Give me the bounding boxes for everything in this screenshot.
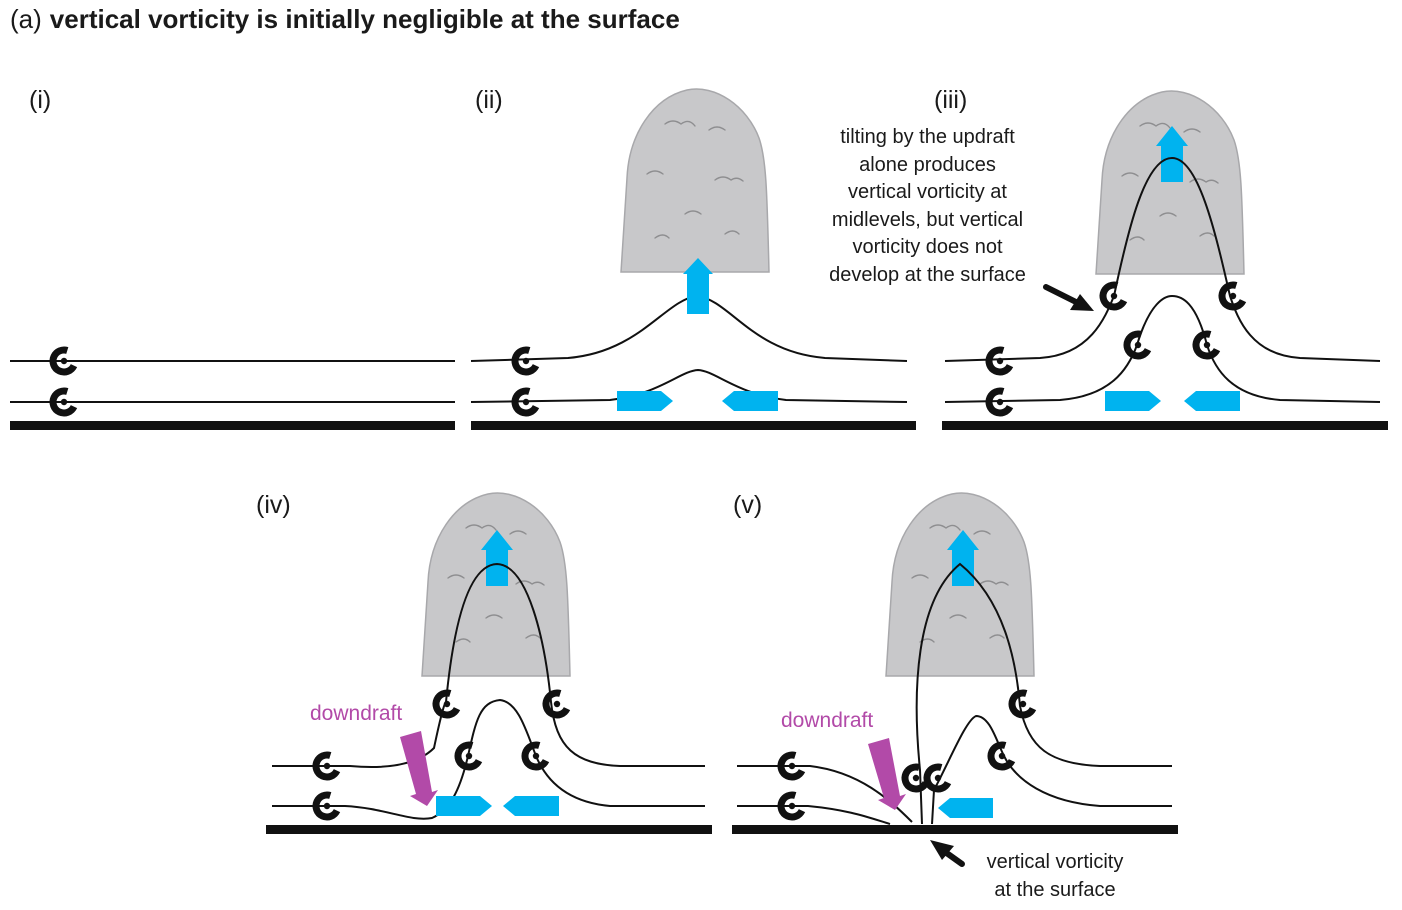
vortex-line-lower — [944, 294, 1381, 403]
inflow-arrow-icon — [1105, 391, 1161, 411]
vortex-tube-icon — [542, 689, 571, 718]
inflow-arrow-icon — [436, 796, 492, 816]
annotation-midlevel-tilting: tilting by the updraft alone produces ve… — [800, 124, 1055, 289]
ground-surface — [942, 421, 1388, 430]
figure-tag: (a) — [10, 4, 42, 34]
panel-label-i: (i) — [29, 86, 52, 114]
annotation-line: alone produces — [859, 153, 996, 176]
pointer-arrow-icon — [1043, 284, 1094, 311]
annotation-line: vertical vorticity at — [848, 181, 1007, 203]
updraft-arrow-icon — [947, 530, 979, 586]
vortex-line-upper — [737, 765, 913, 823]
vortex-tube-icon — [511, 346, 540, 375]
vortex-tube-icon — [1192, 330, 1221, 359]
figure-heading: vertical vorticity is initially negligib… — [49, 4, 680, 34]
cloud-icon — [620, 88, 770, 273]
downdraft-arrow-icon — [868, 738, 906, 810]
vortex-line-tilted — [915, 562, 1172, 825]
ground-surface — [732, 825, 1178, 834]
ground-surface — [471, 421, 916, 430]
panel-label-iv: (iv) — [256, 491, 291, 519]
inflow-arrow-icon — [503, 796, 559, 816]
vortex-tube-icon — [1123, 330, 1152, 359]
pointer-arrow-icon — [930, 840, 965, 867]
ground-surface — [266, 825, 712, 834]
annotation-line: develop at the surface — [829, 263, 1026, 286]
panel-i — [10, 346, 455, 430]
panel-iv — [266, 492, 712, 834]
updraft-arrow-icon — [683, 258, 713, 314]
downdraft-label: downdraft — [310, 702, 403, 725]
updraft-arrow-icon — [481, 530, 513, 586]
inflow-arrow-icon — [1184, 391, 1240, 411]
annotation-line: vorticity does not — [852, 236, 1003, 258]
vortex-line-tilted — [931, 714, 1172, 825]
vortex-tube-icon — [1008, 689, 1037, 718]
vortex-line-upper — [272, 562, 705, 769]
annotation-surface-vorticity: vertical vorticity at the surface — [965, 849, 1145, 904]
cloud-icon — [1095, 90, 1245, 275]
vortex-tube-icon — [1218, 281, 1247, 310]
annotation-line: midlevels, but vertical — [831, 208, 1024, 231]
inflow-arrow-icon — [617, 391, 673, 411]
annotation-line: tilting by the updraft — [840, 126, 1015, 148]
downdraft-label: downdraft — [781, 709, 874, 732]
panel-label-iii: (iii) — [934, 86, 968, 114]
figure-title: (a)vertical vorticity is initially negli… — [10, 4, 680, 35]
panel-v — [732, 492, 1178, 867]
panel-iii — [942, 90, 1388, 430]
vortex-tube-icon — [432, 689, 461, 718]
vortex-tube-icon — [985, 346, 1014, 375]
inflow-arrow-icon — [938, 798, 993, 818]
vortex-tube-icon — [521, 741, 550, 770]
vortex-tube-icon — [987, 741, 1016, 770]
vortex-tube-icon — [985, 387, 1014, 416]
inflow-arrow-icon — [722, 391, 778, 411]
vortex-line-lower — [470, 368, 908, 403]
panel-label-ii: (ii) — [475, 86, 503, 114]
vortex-line-lower — [737, 805, 891, 825]
vortex-line-upper — [944, 156, 1381, 362]
vortex-tube-icon — [1099, 281, 1128, 310]
vortex-line-lower — [272, 698, 705, 820]
annotation-line: at the surface — [994, 878, 1116, 901]
panel-label-v: (v) — [733, 491, 763, 519]
updraft-arrow-icon — [1156, 126, 1188, 182]
vortex-tube-icon — [923, 763, 952, 792]
annotation-line: vertical vorticity — [986, 851, 1124, 873]
ground-surface — [10, 421, 455, 430]
vortex-tube-icon — [454, 741, 483, 770]
downdraft-arrow-icon — [400, 731, 438, 806]
panel-ii — [470, 88, 916, 430]
